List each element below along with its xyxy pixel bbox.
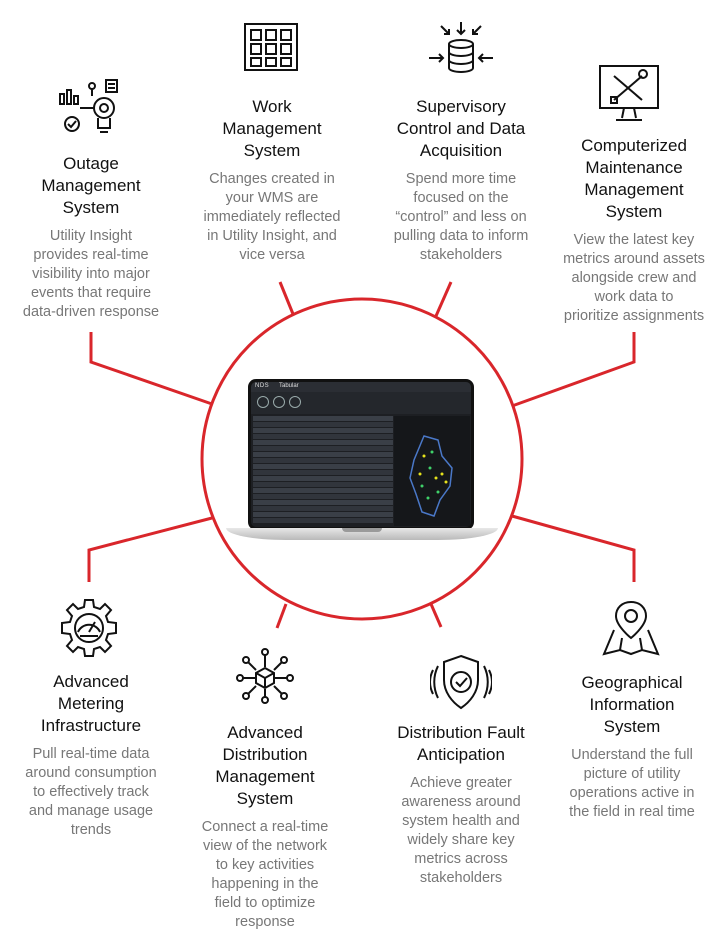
network-cube-icon — [236, 648, 294, 704]
item-ami: Advanced Metering Infrastructure Pull re… — [2, 671, 180, 840]
item-scada: Supervisory Control and Data Acquisition… — [374, 96, 548, 265]
laptop-base — [226, 528, 498, 540]
connector-dfa — [429, 603, 443, 628]
item-cmms: Computerized Maintenance Management Syst… — [547, 135, 721, 326]
item-oms: Outage Management System Utility Insight… — [0, 153, 182, 322]
connector-gis — [511, 514, 636, 582]
item-description: View the latest key metrics around asset… — [563, 232, 705, 324]
item-description: Achieve greater awareness around system … — [401, 775, 521, 886]
item-title: Work Management System — [222, 97, 322, 160]
connector-oms — [89, 332, 213, 406]
item-title: Computerized Maintenance Management Syst… — [581, 136, 687, 221]
document-grid-icon — [243, 22, 299, 72]
laptop-screen: NDS Tabular — [248, 379, 474, 530]
connector-wms — [278, 281, 295, 315]
item-description: Understand the full picture of utility o… — [569, 747, 695, 820]
chart-gear-icon — [58, 78, 120, 138]
meter-gear-icon — [58, 598, 120, 660]
item-description: Pull real-time data around consumption t… — [25, 746, 157, 838]
item-title: Supervisory Control and Data Acquisition — [396, 97, 526, 160]
item-title: Advanced Distribution Management System — [215, 723, 315, 808]
item-title: Advanced Metering Infrastructure — [40, 672, 142, 735]
connector-scada — [434, 281, 453, 317]
item-gis: Geographical Information System Understa… — [548, 672, 716, 822]
item-adms: Advanced Distribution Management System … — [178, 722, 352, 932]
screen-map — [394, 416, 470, 526]
center-circle — [200, 297, 524, 621]
item-description: Spend more time focused on the “control”… — [393, 171, 529, 263]
item-wms: Work Management System Changes created i… — [186, 96, 358, 265]
laptop-screenshot: NDS Tabular — [226, 376, 498, 546]
connector-ami — [87, 516, 213, 582]
screen-table — [253, 416, 393, 526]
map-pin-icon — [600, 598, 662, 658]
item-title: Outage Management System — [41, 154, 141, 217]
screen-product: Tabular — [279, 383, 299, 389]
monitor-tools-icon — [598, 64, 660, 124]
item-title: Geographical Information System — [581, 673, 683, 736]
item-description: Connect a real-time view of the network … — [201, 819, 329, 930]
shield-check-icon — [430, 652, 492, 712]
item-description: Utility Insight provides real-time visib… — [22, 228, 160, 320]
connector-adms — [275, 603, 288, 629]
item-dfa: Distribution Fault Anticipation Achieve … — [370, 722, 552, 888]
item-title: Distribution Fault Anticipation — [397, 723, 525, 764]
connector-cmms — [511, 332, 636, 408]
item-description: Changes created in your WMS are immediat… — [203, 171, 341, 263]
database-arrows-icon — [427, 20, 495, 82]
screen-brand: NDS — [255, 383, 270, 389]
